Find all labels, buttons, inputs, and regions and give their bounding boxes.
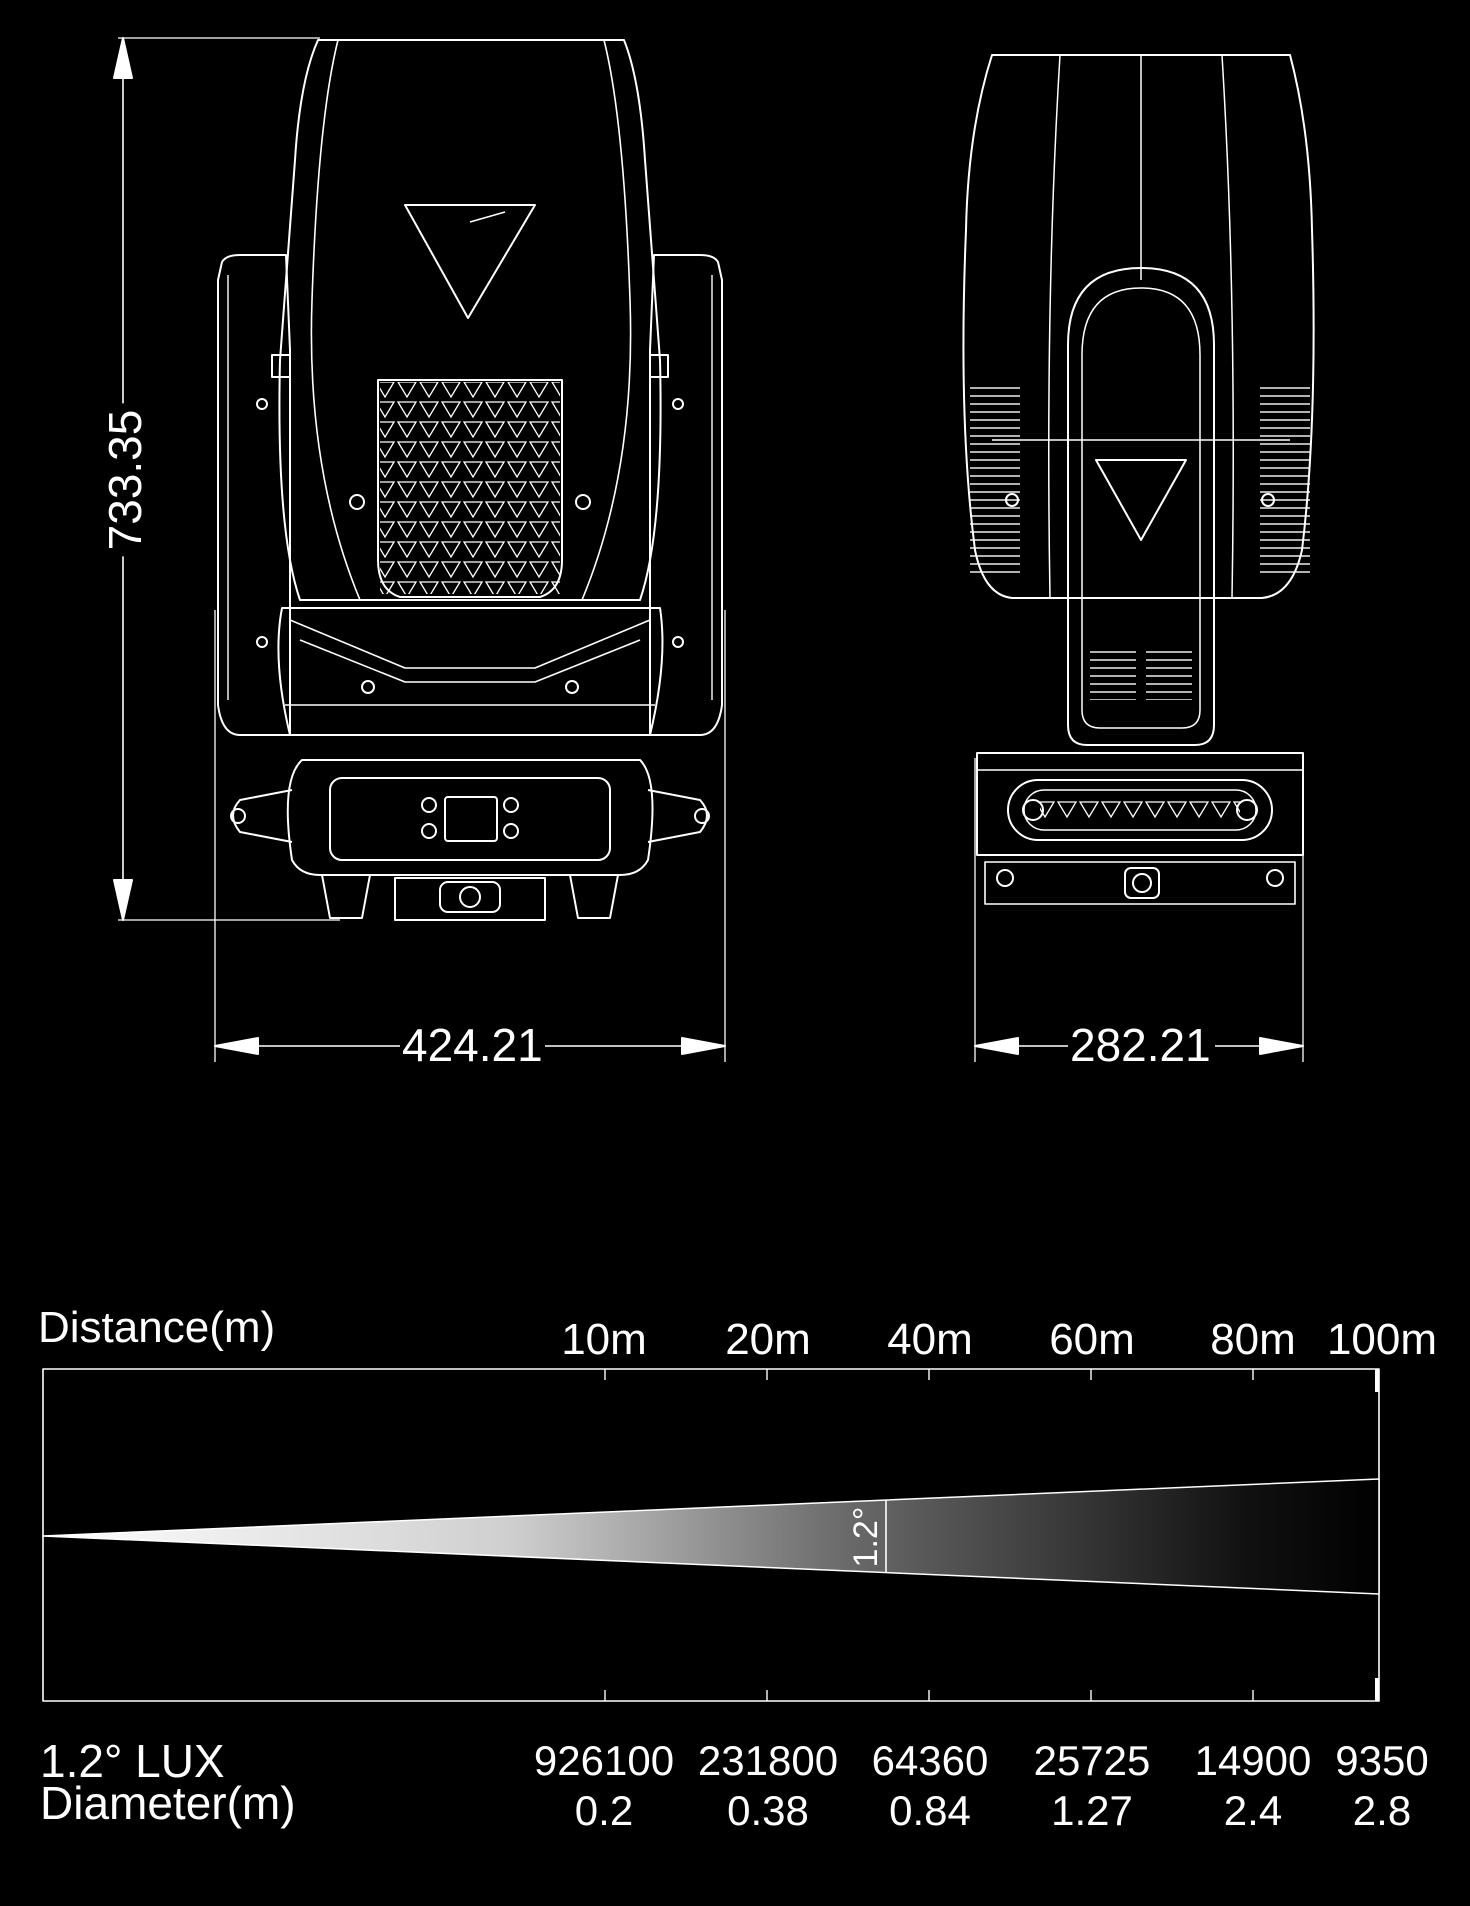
- diameter-value: 1.27: [1051, 1787, 1133, 1834]
- diameter-value: 0.38: [727, 1787, 809, 1834]
- front-width-dimension-line: [214, 1037, 726, 1055]
- lux-value: 231800: [697, 1737, 839, 1784]
- side-width-dimension-line: [974, 1037, 1304, 1055]
- lux-value: 25725: [1033, 1737, 1151, 1784]
- beam-cone: [42, 1478, 1380, 1595]
- diameter-row-label: Diameter(m): [40, 1777, 296, 1829]
- distance-label: 100m: [1326, 1315, 1438, 1364]
- lux-value: 14900: [1194, 1737, 1312, 1784]
- diameter-value: 2.8: [1352, 1787, 1412, 1834]
- side-width-dimension: 282.21: [1070, 1019, 1211, 1071]
- distance-label: 40m: [887, 1315, 973, 1364]
- side-view: [962, 54, 1315, 1062]
- diameter-value: 2.4: [1223, 1787, 1283, 1834]
- distance-axis-title: Distance(m): [38, 1303, 276, 1352]
- lux-value: 64360: [871, 1737, 989, 1784]
- lux-row-label: 1.2° LUX: [40, 1735, 225, 1787]
- distance-label: 20m: [725, 1315, 811, 1364]
- diameter-value: 0.84: [889, 1787, 971, 1834]
- distance-ticks: [604, 1369, 1254, 1701]
- distance-label: 80m: [1210, 1315, 1296, 1364]
- front-width-dimension: 424.21: [402, 1019, 543, 1071]
- beam-angle-label: 1.2°: [847, 1506, 885, 1568]
- height-dimension: 733.35: [99, 403, 151, 557]
- beam-diagram: [42, 1368, 1380, 1702]
- diameter-value: 0.2: [574, 1787, 634, 1834]
- lux-value: 926100: [533, 1737, 675, 1784]
- distance-label: 10m: [561, 1315, 647, 1364]
- lux-value: 9350: [1335, 1737, 1429, 1784]
- distance-label: 60m: [1049, 1315, 1135, 1364]
- front-view: [113, 37, 726, 1062]
